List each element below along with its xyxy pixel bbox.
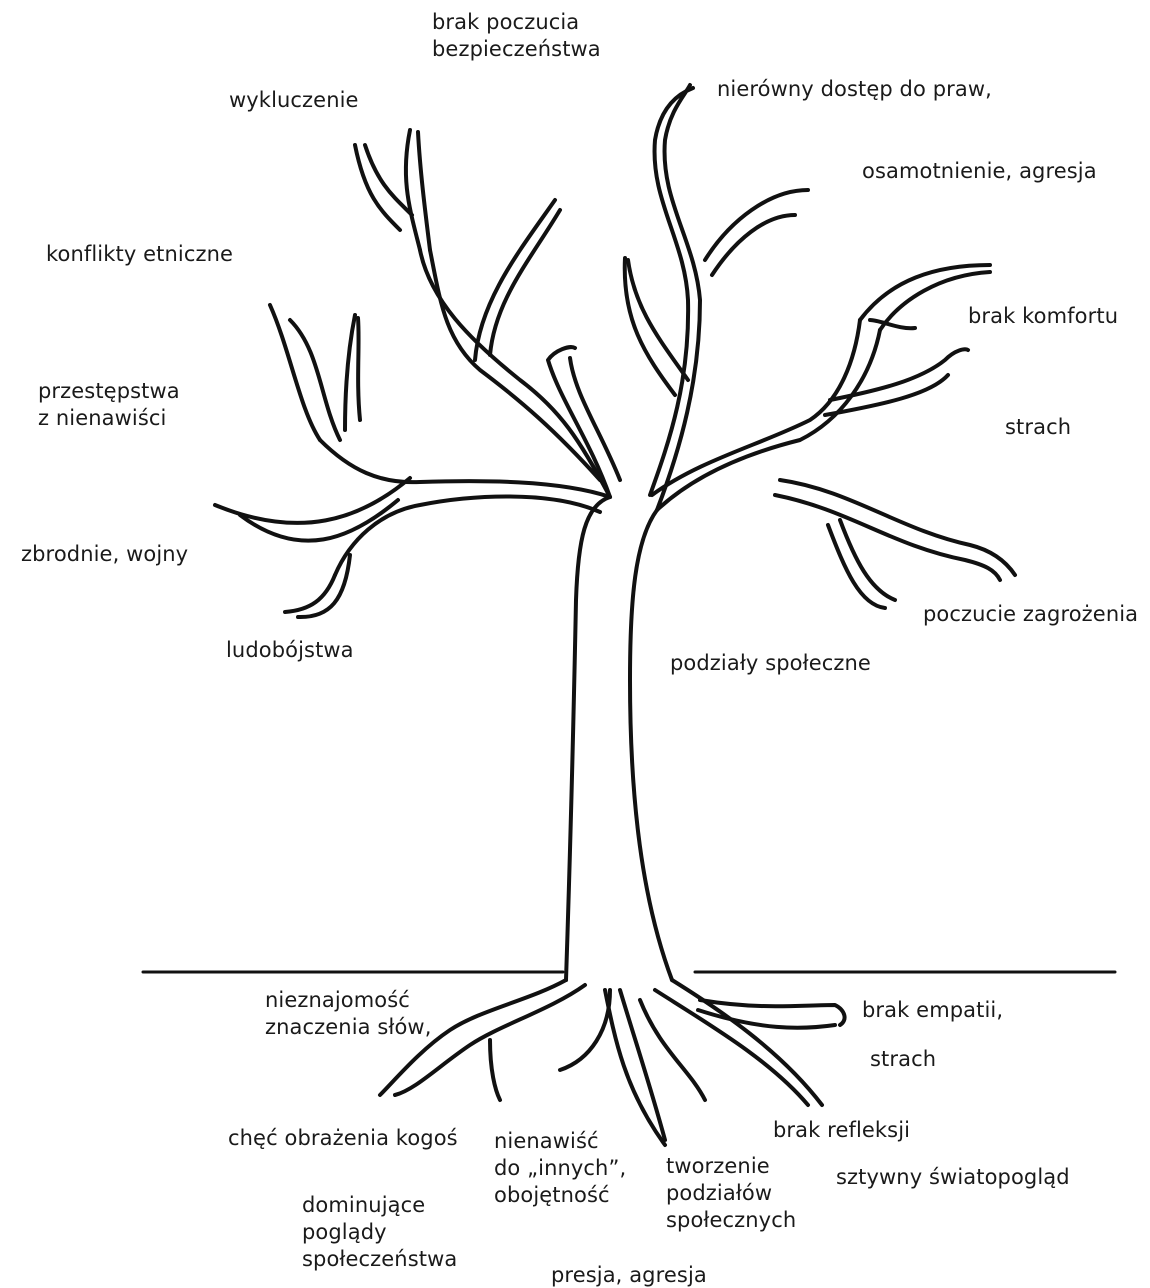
branch-left-spike — [343, 313, 357, 432]
branch-left-lower-b — [238, 498, 400, 543]
label-presja-agresja: presja, agresja — [551, 1263, 707, 1287]
branch-left-upper-b — [288, 318, 342, 442]
branch-center-spike-b — [568, 356, 622, 482]
label-nieznajomosc: nieznajomość znaczenia słów, — [265, 988, 432, 1039]
branch-center-left-b — [428, 248, 602, 482]
label-strach-top: strach — [1005, 415, 1072, 439]
root-right-top — [698, 998, 847, 1027]
label-brak-empatii: brak empatii, — [862, 998, 1004, 1022]
label-brak-refleksji: brak refleksji — [773, 1118, 911, 1142]
trunk-left-edge — [564, 495, 612, 982]
branch-right-top — [878, 270, 992, 332]
branch-osam-b — [710, 213, 797, 277]
label-nierowny-dostep: nierówny dostęp do praw, — [717, 77, 992, 101]
branch-cr-left — [626, 258, 690, 382]
branch-right-low — [778, 478, 1017, 577]
root-right-top-b — [696, 1008, 837, 1030]
label-osamotnienie: osamotnienie, agresja — [862, 159, 1097, 183]
label-wykluczenie: wykluczenie — [229, 88, 359, 112]
branch-osam — [703, 188, 810, 262]
label-tworzenie-podzialow: tworzenie podziałów społecznych — [666, 1154, 797, 1232]
branch-right-drop-b — [826, 523, 887, 610]
root-left-branch — [488, 1038, 502, 1102]
trunk-right-edge — [628, 508, 674, 982]
branch-right-mid-b — [823, 373, 950, 417]
label-przestepstwa: przestępstwa z nienawiści — [38, 379, 180, 430]
label-konflikty-etniczne: konflikty etniczne — [46, 242, 234, 266]
branch-left-lower — [213, 476, 412, 525]
label-sztywny-swiatopoglad: sztywny światopogląd — [836, 1165, 1070, 1189]
label-nienawisc: nienawiść do „innych”, obojętność — [494, 1129, 627, 1207]
branch-wyk-side — [353, 143, 402, 232]
branch-right-drop — [838, 518, 897, 602]
branch-center-left — [418, 248, 612, 499]
label-zbrodnie: zbrodnie, wojny — [21, 542, 189, 566]
root-left — [378, 978, 568, 1097]
branch-center-spike — [546, 345, 612, 499]
branch-right-top-b — [858, 263, 992, 322]
branch-wyk-side-b — [363, 143, 414, 217]
root-right-b — [653, 988, 810, 1107]
label-podzialy-spoleczne: podziały społeczne — [670, 651, 871, 675]
branch-right-mid — [828, 347, 970, 402]
branch-center-right — [655, 83, 702, 512]
label-ludobojstwa: ludobójstwa — [226, 638, 354, 662]
branch-left-hook — [283, 573, 337, 614]
branch-wyk-tip — [403, 128, 422, 252]
label-brak-komfortu: brak komfortu — [968, 304, 1119, 328]
branch-right-main-b — [650, 318, 862, 497]
branch-left-spike-b — [356, 316, 362, 422]
branch-right-low-b — [773, 493, 1002, 582]
root-center-b — [618, 988, 667, 1142]
label-poczucie-zagrozenia: poczucie zagrożenia — [923, 602, 1139, 626]
label-chec-obrazenia: chęć obrażenia kogoś — [228, 1126, 458, 1150]
branch-left-main — [318, 438, 612, 499]
branch-left-upper — [268, 303, 322, 442]
branch-left-hook-b — [296, 553, 352, 620]
branch-right-fork — [868, 318, 917, 331]
label-brak-poczucia: brak poczucia bezpieczeństwa — [432, 10, 601, 61]
root-left-b — [393, 983, 587, 1097]
branch-brak-hook-b — [488, 208, 562, 357]
root-center — [603, 988, 667, 1147]
branch-left-main-inner — [333, 494, 602, 577]
root-center-left — [558, 988, 612, 1072]
branch-right-main — [655, 328, 882, 512]
branch-cr-left-b — [622, 256, 677, 397]
branch-brak-hook — [473, 198, 557, 362]
root-right — [670, 978, 824, 1107]
branch-wyk-tip-b — [416, 130, 432, 252]
label-strach-root: strach — [870, 1047, 937, 1071]
root-mid-drop — [638, 998, 707, 1102]
branch-center-right-b — [648, 86, 695, 497]
label-dominujace-poglady: dominujące poglądy społeczeństwa — [302, 1193, 458, 1271]
